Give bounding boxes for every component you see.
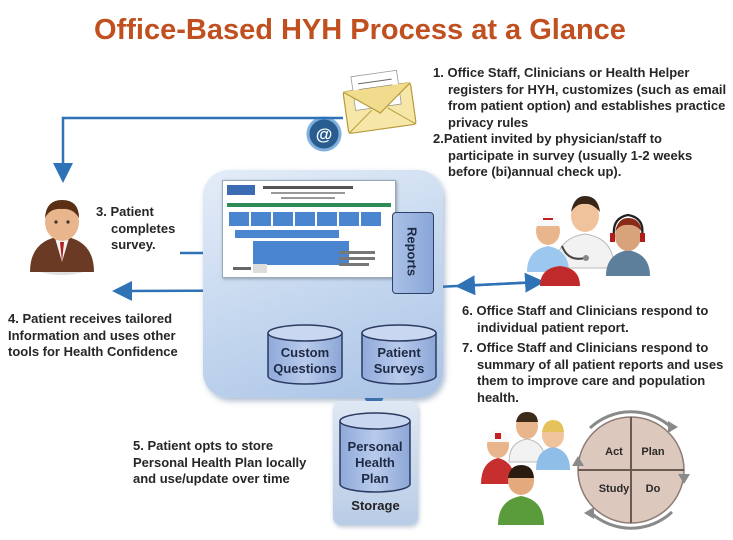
step-2-text: 2.Patient invited by physician/staff to … xyxy=(433,131,693,179)
patient-surveys-label: Patient Surveys xyxy=(373,345,425,376)
pdsa-plan: Plan xyxy=(641,446,665,458)
personal-health-plan-label: Personal Health Plan xyxy=(347,439,403,486)
step-1-text: 1. Office Staff, Clinicians or Health He… xyxy=(433,65,727,130)
svg-text:@: @ xyxy=(316,125,333,144)
custom-questions-label: Custom Questions xyxy=(273,345,337,376)
pdsa-act: Act xyxy=(605,446,623,458)
step-4-text: 4. Patient receives tailored Information… xyxy=(8,311,178,359)
page-title: Office-Based HYH Process at a Glance xyxy=(94,14,626,46)
step-3-text: 3. Patient completes survey. xyxy=(96,204,176,252)
step-6-text: 6. Office Staff and Clinicians respond t… xyxy=(462,303,709,335)
reports-box xyxy=(392,212,434,294)
step-5-text: 5. Patient opts to store Personal Health… xyxy=(133,438,307,486)
pdsa-do: Do xyxy=(645,483,661,495)
storage-label: Storage xyxy=(351,498,400,513)
pdsa-study: Study xyxy=(598,483,630,495)
step-7-text: 7. Office Staff and Clinicians respond t… xyxy=(462,340,724,405)
reports-label: Reports xyxy=(404,227,420,277)
website-screenshot xyxy=(222,180,396,278)
